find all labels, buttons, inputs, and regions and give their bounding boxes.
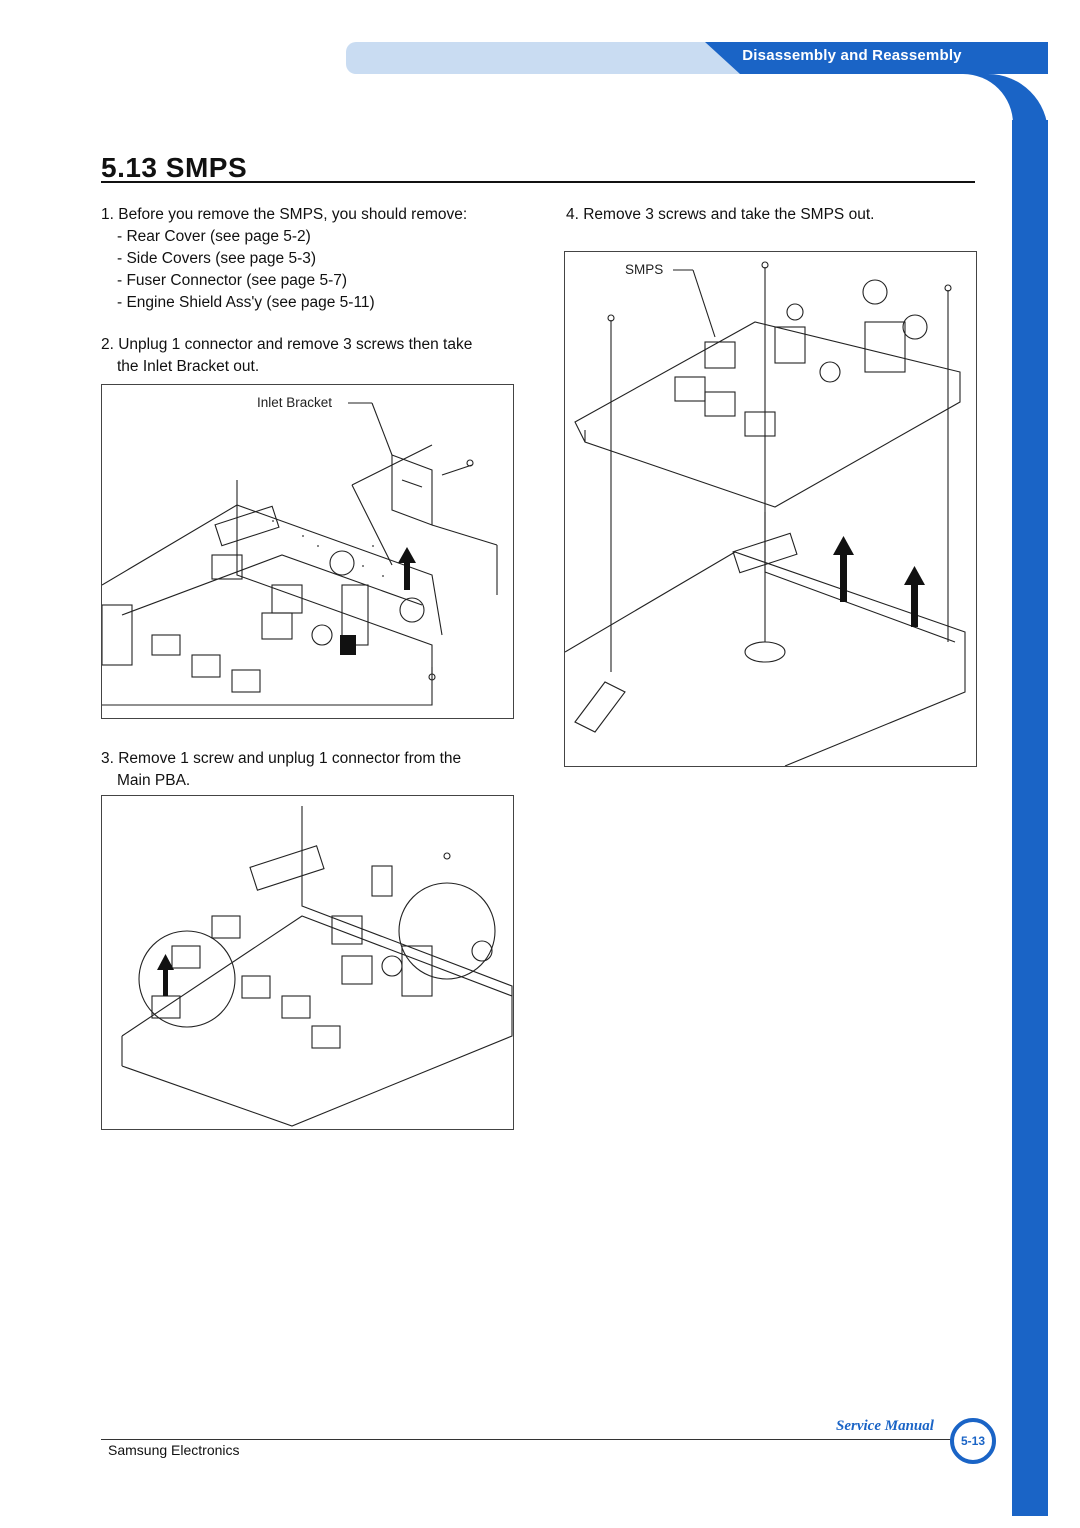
footer-company: Samsung Electronics bbox=[108, 1442, 240, 1458]
step1-item: - Engine Shield Ass'y (see page 5-11) bbox=[117, 294, 375, 311]
step1-item: - Fuser Connector (see page 5-7) bbox=[117, 272, 348, 289]
footer-rule bbox=[101, 1439, 953, 1440]
figure-label-smps: SMPS bbox=[625, 262, 664, 277]
step3-text: 3. Remove 1 screw and unplug 1 connector… bbox=[101, 750, 462, 767]
figure-smps: SMPS bbox=[564, 251, 977, 767]
section-label: Disassembly and Reassembly bbox=[742, 47, 962, 64]
title-rule bbox=[101, 181, 975, 183]
page-number-badge: 5-13 bbox=[950, 1418, 996, 1464]
step2-text-cont: the Inlet Bracket out. bbox=[117, 358, 260, 375]
step2-text: 2. Unplug 1 connector and remove 3 screw… bbox=[101, 336, 473, 353]
main-pba-illustration bbox=[121, 806, 513, 1127]
step1-text: 1. Before you remove the SMPS, you shoul… bbox=[101, 206, 468, 223]
figure-main-pba bbox=[101, 795, 514, 1130]
step4-text: 4. Remove 3 screws and take the SMPS out… bbox=[566, 206, 875, 223]
page-title: 5.13 SMPS bbox=[101, 152, 248, 183]
smps-illustration bbox=[565, 261, 966, 766]
step1-item: - Rear Cover (see page 5-2) bbox=[117, 228, 311, 245]
step3-text-cont: Main PBA. bbox=[117, 772, 191, 789]
header-band-dark bbox=[690, 42, 1048, 74]
service-manual-label: Service Manual bbox=[836, 1418, 934, 1434]
step1-item: - Side Covers (see page 5-3) bbox=[117, 250, 317, 267]
inlet-bracket-illustration bbox=[102, 402, 498, 706]
figure-label-inlet-bracket: Inlet Bracket bbox=[257, 395, 333, 410]
figure-inlet-bracket: Inlet Bracket bbox=[101, 384, 514, 719]
page-border-bar bbox=[1012, 120, 1048, 1516]
